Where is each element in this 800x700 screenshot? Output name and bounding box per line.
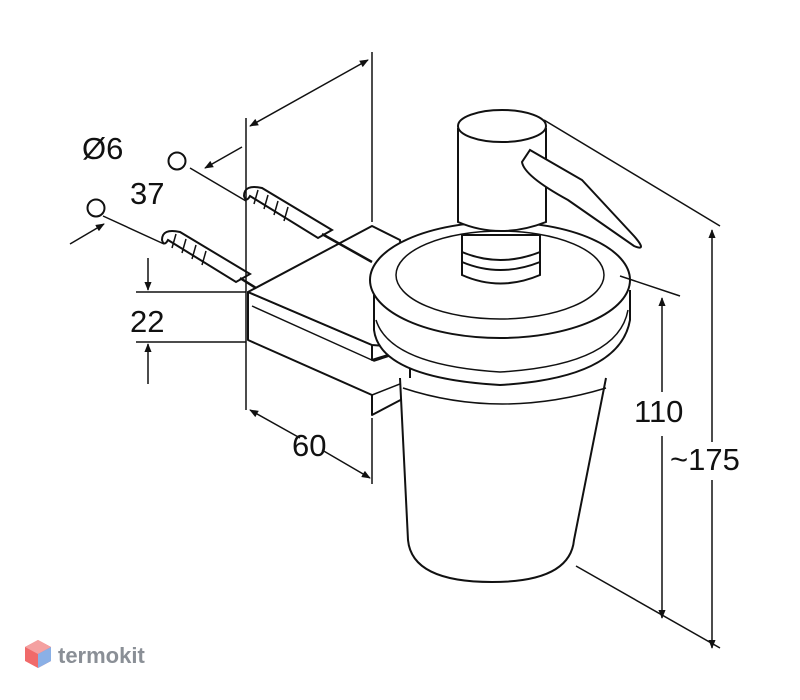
glass-container [399, 377, 607, 584]
screw-upper [242, 186, 373, 264]
total-height-label: ~175 [670, 442, 740, 477]
pump-head [457, 109, 642, 285]
dimension-lines [69, 52, 721, 649]
hole-spacing-label: 37 [130, 176, 164, 211]
depth-label: 60 [292, 428, 326, 463]
diameter-label: Ø6 [82, 131, 123, 166]
watermark-brand-text: termokit [58, 643, 145, 668]
screw-lower [160, 230, 257, 290]
watermark: termokit [25, 640, 145, 668]
container-height-label: 110 [634, 394, 683, 429]
hole-marker-lower [86, 198, 106, 218]
hexagon-logo-icon [25, 640, 51, 668]
mounting-block [247, 225, 411, 416]
mount-height-label: 22 [130, 304, 164, 339]
hole-marker-upper [167, 151, 187, 171]
